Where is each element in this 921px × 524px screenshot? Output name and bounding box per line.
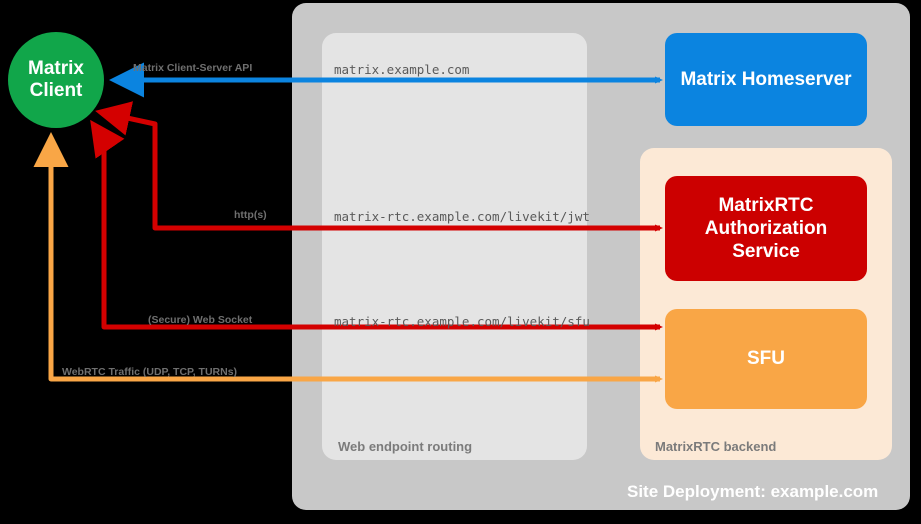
auth-line1: MatrixRTC	[718, 194, 814, 216]
node-sfu-label: SFU	[747, 348, 785, 370]
node-matrix-client-line1: Matrix	[28, 57, 84, 79]
endpoint-url-livekit-jwt: matrix-rtc.example.com/livekit/jwt	[334, 209, 590, 224]
node-matrix-homeserver[interactable]: Matrix Homeserver	[665, 33, 867, 126]
node-matrix-homeserver-label: Matrix Homeserver	[680, 68, 852, 90]
node-matrixrtc-authorization-service[interactable]: MatrixRTC Authorization Service	[665, 176, 867, 281]
caption-web-endpoint-routing: Web endpoint routing	[338, 439, 473, 454]
endpoint-url-livekit-sfu: matrix-rtc.example.com/livekit/sfu	[334, 314, 590, 329]
edge-jwt-http	[95, 101, 663, 232]
edge-webrtc-media	[33, 132, 663, 383]
caption-site-deployment: Site Deployment: example.com	[627, 482, 879, 501]
edge-label-http: http(s)	[234, 209, 267, 221]
node-matrix-client-line2: Client	[29, 80, 83, 101]
caption-matrixrtc-backend: MatrixRTC backend	[655, 439, 777, 454]
edge-label-web-socket: (Secure) Web Socket	[148, 314, 253, 326]
edge-label-webrtc-traffic: WebRTC Traffic (UDP, TCP, TURNs)	[62, 366, 238, 378]
node-matrixrtc-authorization-service-label: MatrixRTC Authorization Service	[705, 194, 827, 264]
auth-line3: Service	[732, 241, 800, 263]
node-sfu[interactable]: SFU	[665, 309, 867, 409]
auth-line2: Authorization	[704, 217, 828, 239]
edge-sfu-websocket	[90, 119, 663, 331]
edge-client-server-api	[109, 62, 663, 98]
node-matrix-client[interactable]: Matrix Client	[8, 32, 104, 128]
panel-web-endpoint-routing	[322, 33, 587, 460]
endpoint-url-matrix: matrix.example.com	[334, 62, 470, 77]
edge-label-client-server-api: Matrix Client-Server API	[133, 62, 253, 74]
